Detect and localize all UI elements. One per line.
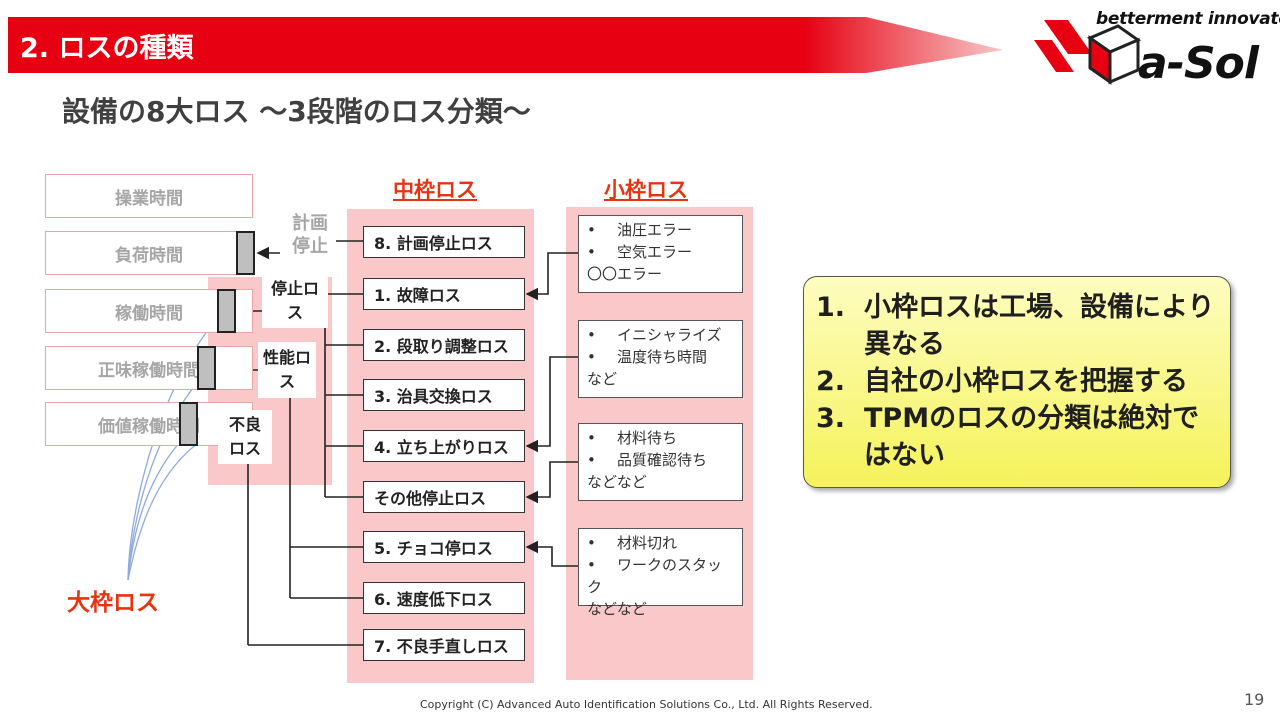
defect-loss-label: 不良ロス	[218, 410, 272, 464]
small-loss-box: 油圧エラー 空気エラー 〇〇エラー	[578, 215, 743, 293]
small-loss-tail: など	[587, 370, 618, 388]
loss-marker-stop	[217, 289, 236, 333]
middle-loss-item: 6. 速度低下ロス	[363, 582, 525, 614]
key-point-text: TPMのロスの分類は絶対ではない	[864, 403, 1200, 471]
planned-stop-label: 計画停止	[292, 213, 328, 257]
loss-marker-defect	[179, 402, 198, 446]
loss-marker-planned	[236, 231, 255, 275]
loss-marker-performance	[197, 346, 216, 390]
middle-loss-item: 3. 治具交換ロス	[363, 379, 525, 411]
key-point-number: 3.	[816, 403, 846, 434]
time-bar-net-running: 正味稼働時間	[45, 346, 253, 390]
small-loss-bullet: ワークのスタック	[587, 554, 734, 598]
middle-loss-item: 7. 不良手直しロス	[363, 629, 525, 661]
small-loss-bullet: 油圧エラー	[587, 219, 734, 241]
small-loss-tail: などなど	[587, 600, 647, 618]
key-point-number: 1.	[816, 292, 846, 323]
small-loss-bullet: 材料切れ	[587, 532, 734, 554]
small-loss-heading: 小枠ロス	[604, 178, 688, 202]
logo-name: a-Sol	[1138, 38, 1259, 89]
performance-loss-label: 性能ロス	[258, 342, 316, 398]
key-point: 2. 自社の小枠ロスを把握する	[816, 363, 1220, 400]
small-loss-bullet: 材料待ち	[587, 427, 734, 449]
middle-loss-heading: 中枠ロス	[393, 178, 477, 202]
time-bar-load: 負荷時間	[45, 231, 253, 275]
middle-loss-item: その他停止ロス	[363, 481, 525, 513]
time-bar-label: 正味稼働時間	[98, 360, 200, 381]
page-number: 19	[1244, 690, 1265, 709]
logo-tagline: betterment innovator	[1096, 9, 1280, 29]
performance-loss-text: 性能ロス	[262, 348, 311, 391]
copyright-notice: Copyright (C) Advanced Auto Identificati…	[420, 698, 873, 711]
small-loss-tail: 〇〇エラー	[587, 265, 663, 283]
small-loss-box: 材料切れ ワークのスタック などなど	[578, 528, 743, 618]
key-point: 3. TPMのロスの分類は絶対ではない	[816, 400, 1220, 474]
header-banner	[8, 17, 1003, 73]
section-title: 2. ロスの種類	[20, 33, 194, 64]
key-point-text: 小枠ロスは工場、設備により異なる	[864, 292, 1215, 360]
small-loss-box: イニシャライズ 温度待ち時間 など	[578, 320, 743, 398]
key-point-number: 2.	[816, 366, 846, 397]
page-subtitle: 設備の8大ロス ～3段階のロス分類～	[62, 95, 531, 128]
key-point-text: 自社の小枠ロスを把握する	[864, 366, 1188, 397]
key-point: 1. 小枠ロスは工場、設備により異なる	[816, 289, 1220, 363]
time-bar-label: 稼働時間	[115, 303, 183, 324]
middle-loss-item: 8. 計画停止ロス	[363, 226, 525, 258]
a-sol-logo-icon	[1034, 20, 1142, 85]
small-loss-bullet: 品質確認待ち	[587, 449, 734, 471]
time-bar-label: 価値稼働時間	[98, 416, 200, 437]
small-loss-box: 材料待ち 品質確認待ち などなど	[578, 423, 743, 501]
middle-loss-item: 1. 故障ロス	[363, 278, 525, 310]
stop-loss-label: 停止ロス	[262, 274, 328, 328]
defect-loss-text: 不良ロス	[228, 415, 261, 458]
stop-loss-text: 停止ロス	[270, 279, 319, 322]
big-loss-label: 大枠ロス	[67, 590, 159, 616]
small-loss-bullet: 温度待ち時間	[587, 346, 734, 368]
time-bar-operating: 操業時間	[45, 174, 253, 218]
middle-loss-item: 2. 段取り調整ロス	[363, 329, 525, 361]
small-loss-tail: などなど	[587, 473, 647, 491]
key-points-callout: 1. 小枠ロスは工場、設備により異なる 2. 自社の小枠ロスを把握する 3. TPMの…	[803, 276, 1231, 488]
small-loss-bullet: イニシャライズ	[587, 324, 734, 346]
time-bar-label: 操業時間	[115, 188, 183, 209]
middle-loss-item: 5. チョコ停ロス	[363, 531, 525, 563]
small-loss-bullet: 空気エラー	[587, 241, 734, 263]
time-bar-label: 負荷時間	[115, 245, 183, 266]
middle-loss-item: 4. 立ち上がりロス	[363, 430, 525, 462]
